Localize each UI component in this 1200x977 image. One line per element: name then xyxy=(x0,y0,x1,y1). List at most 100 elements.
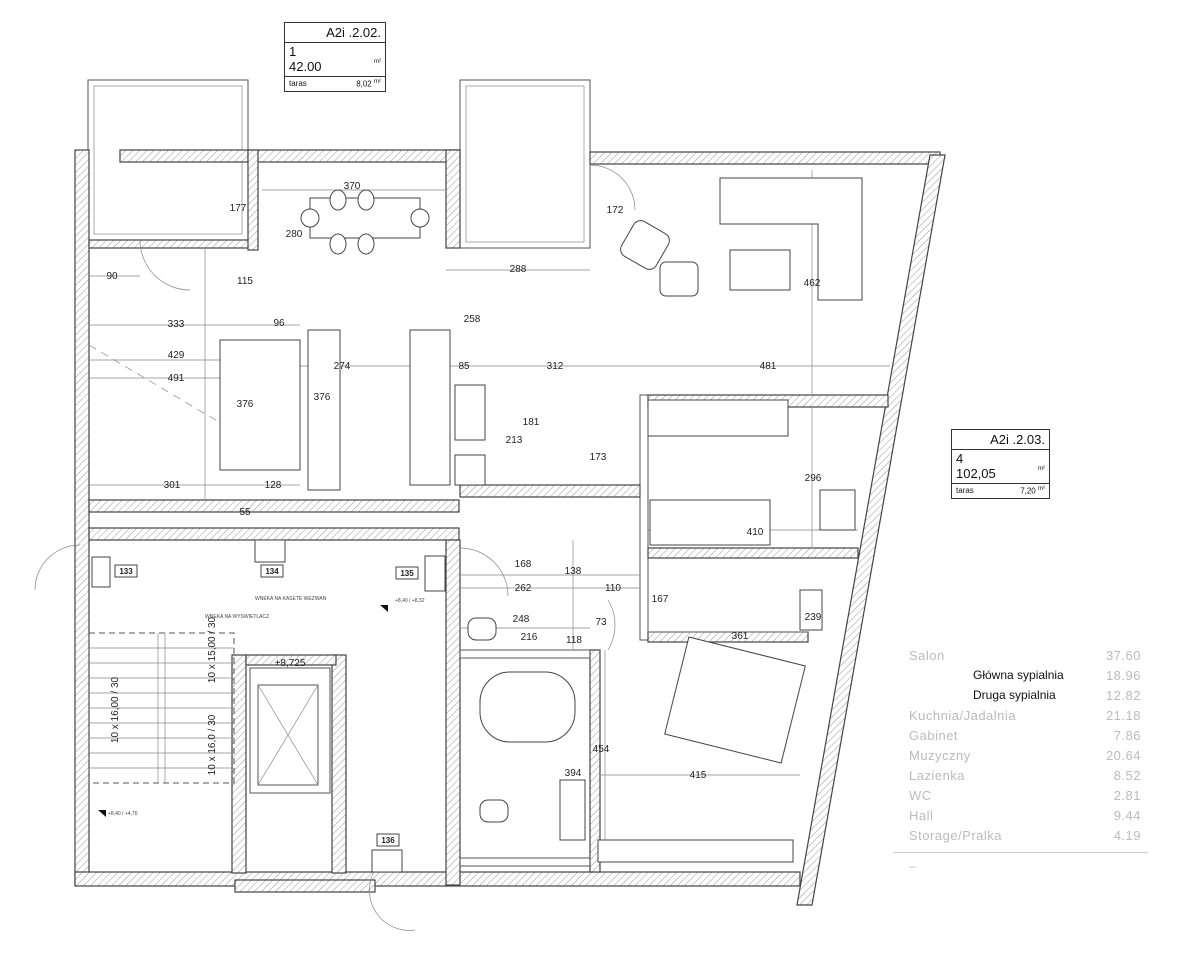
dim-label: 115 xyxy=(237,276,253,287)
unit-code: A2i .2.02. xyxy=(285,23,385,43)
dim-label: 288 xyxy=(510,264,527,275)
dim-label: 296 xyxy=(805,473,822,484)
stair-flight-c: 10 x 15,00 / 30 xyxy=(207,616,218,683)
unit-code: A2i .2.03. xyxy=(952,430,1049,450)
shaft-note-2: WNEKA NA WYSWIETLACZ xyxy=(205,614,269,620)
room-name: Storage/Pralka xyxy=(909,828,1002,843)
unit-number: 4 xyxy=(956,451,964,466)
dim-label: 280 xyxy=(286,229,303,240)
terrace-label: taras xyxy=(956,486,974,495)
unit-number: 1 xyxy=(289,44,297,59)
dim-label: 167 xyxy=(652,594,669,605)
dim-label: 429 xyxy=(168,350,185,361)
unit-area: 42.00 xyxy=(289,59,322,74)
unit-label-a2i-2-03: A2i .2.03. 4 102,05 m² taras 7,20 m² xyxy=(951,429,1050,499)
schedule-row: Gabinet 7.86 xyxy=(893,728,1153,748)
terrace-unit: m² xyxy=(374,79,381,85)
dim-label: 85 xyxy=(458,361,470,372)
room-tag-135: 135 xyxy=(400,569,414,578)
dim-label: 262 xyxy=(515,583,532,594)
elevator-level: +8,725 xyxy=(275,658,306,669)
sofa xyxy=(719,177,863,301)
room-area: 8.52 xyxy=(1113,768,1141,783)
dim-label: 138 xyxy=(565,566,582,577)
dim-label: 55 xyxy=(239,507,251,518)
dim-label: 491 xyxy=(168,373,185,384)
area-unit: m² xyxy=(1038,466,1045,472)
dim-label: 462 xyxy=(804,278,821,289)
dim-label: 410 xyxy=(747,527,764,538)
dim-label: 216 xyxy=(521,632,538,643)
dim-label: 454 xyxy=(593,744,610,755)
room-area: 37.60 xyxy=(1105,648,1141,663)
dim-label: 177 xyxy=(230,203,247,214)
room-name: Lazienka xyxy=(909,768,966,783)
dim-label: 274 xyxy=(334,361,351,372)
balcony-right xyxy=(459,79,591,249)
bed-second xyxy=(649,499,771,546)
dim-label: 173 xyxy=(590,452,607,463)
annotations: WNEKA NA KASETE WEZWAN WNEKA NA WYSWIETL… xyxy=(98,596,425,817)
room-name: WC xyxy=(909,788,932,803)
schedule-footer: – xyxy=(909,859,916,873)
terrace-unit: m² xyxy=(1038,486,1045,492)
room-area: 20.64 xyxy=(1105,748,1141,763)
dim-label: 394 xyxy=(565,768,582,779)
terrace-label: taras xyxy=(289,79,307,88)
dim-label: 73 xyxy=(595,617,607,628)
dim-label: 248 xyxy=(513,614,530,625)
dimension-labels: 370 177 172 280 90 115 288 462 258 333 9… xyxy=(106,181,821,781)
schedule-row: Salon 37.60 xyxy=(893,648,1153,668)
room-area: 9.44 xyxy=(1113,808,1141,823)
area-unit: m² xyxy=(374,59,381,65)
level-hall: +8,40 / +8,32 xyxy=(395,598,425,604)
exterior-walls xyxy=(74,149,946,906)
terrace-area: 8,02 xyxy=(356,79,372,89)
room-name: Gabinet xyxy=(909,728,959,743)
stair-flight-b: 10 x 16,0 / 30 xyxy=(207,714,218,775)
dim-label: 370 xyxy=(344,181,361,192)
dim-label: 110 xyxy=(605,583,621,594)
room-tags: 133 134 135 136 xyxy=(91,539,446,873)
bed-main xyxy=(664,636,806,764)
room-tag-134: 134 xyxy=(265,567,279,576)
dim-label: 90 xyxy=(106,271,118,282)
dim-label: 415 xyxy=(690,770,707,781)
dim-label: 333 xyxy=(168,319,185,330)
kitchen-counter xyxy=(307,329,341,491)
dim-label: 312 xyxy=(547,361,564,372)
wardrobe xyxy=(597,839,794,863)
terrace-area: 7,20 xyxy=(1020,486,1036,496)
dim-label: 128 xyxy=(265,480,282,491)
schedule-row: Lazienka 8.52 xyxy=(893,768,1153,788)
schedule-row: Muzyczny 20.64 xyxy=(893,748,1153,768)
unit-area: 102,05 xyxy=(956,466,996,481)
staircase: 10 x 16,00 / 30 10 x 16,0 / 30 10 x 15,0… xyxy=(88,616,235,784)
toilet xyxy=(467,617,497,641)
room-name: Główna sypialnia xyxy=(973,668,1064,682)
coffee-table xyxy=(729,249,791,291)
furniture xyxy=(219,177,863,863)
dim-label: 181 xyxy=(523,417,540,428)
room-name: Salon xyxy=(909,648,945,663)
dim-label: 481 xyxy=(760,361,777,372)
room-area: 7.86 xyxy=(1113,728,1141,743)
room-name: Kuchnia/Jadalnia xyxy=(909,708,1017,723)
room-name: Druga sypialnia xyxy=(973,688,1056,702)
schedule-row: Hall 9.44 xyxy=(893,808,1153,828)
room-name: Muzyczny xyxy=(909,748,971,763)
dim-label: 239 xyxy=(805,612,822,623)
wardrobe-upper xyxy=(647,399,789,437)
room-tag-133: 133 xyxy=(119,567,133,576)
kitchen-island xyxy=(409,329,451,486)
unit-label-a2i-2-02: A2i .2.02. 1 42.00 m² taras 8,02 m² xyxy=(284,22,386,92)
room-name: Hall xyxy=(909,808,934,823)
dim-label: 376 xyxy=(314,392,331,403)
